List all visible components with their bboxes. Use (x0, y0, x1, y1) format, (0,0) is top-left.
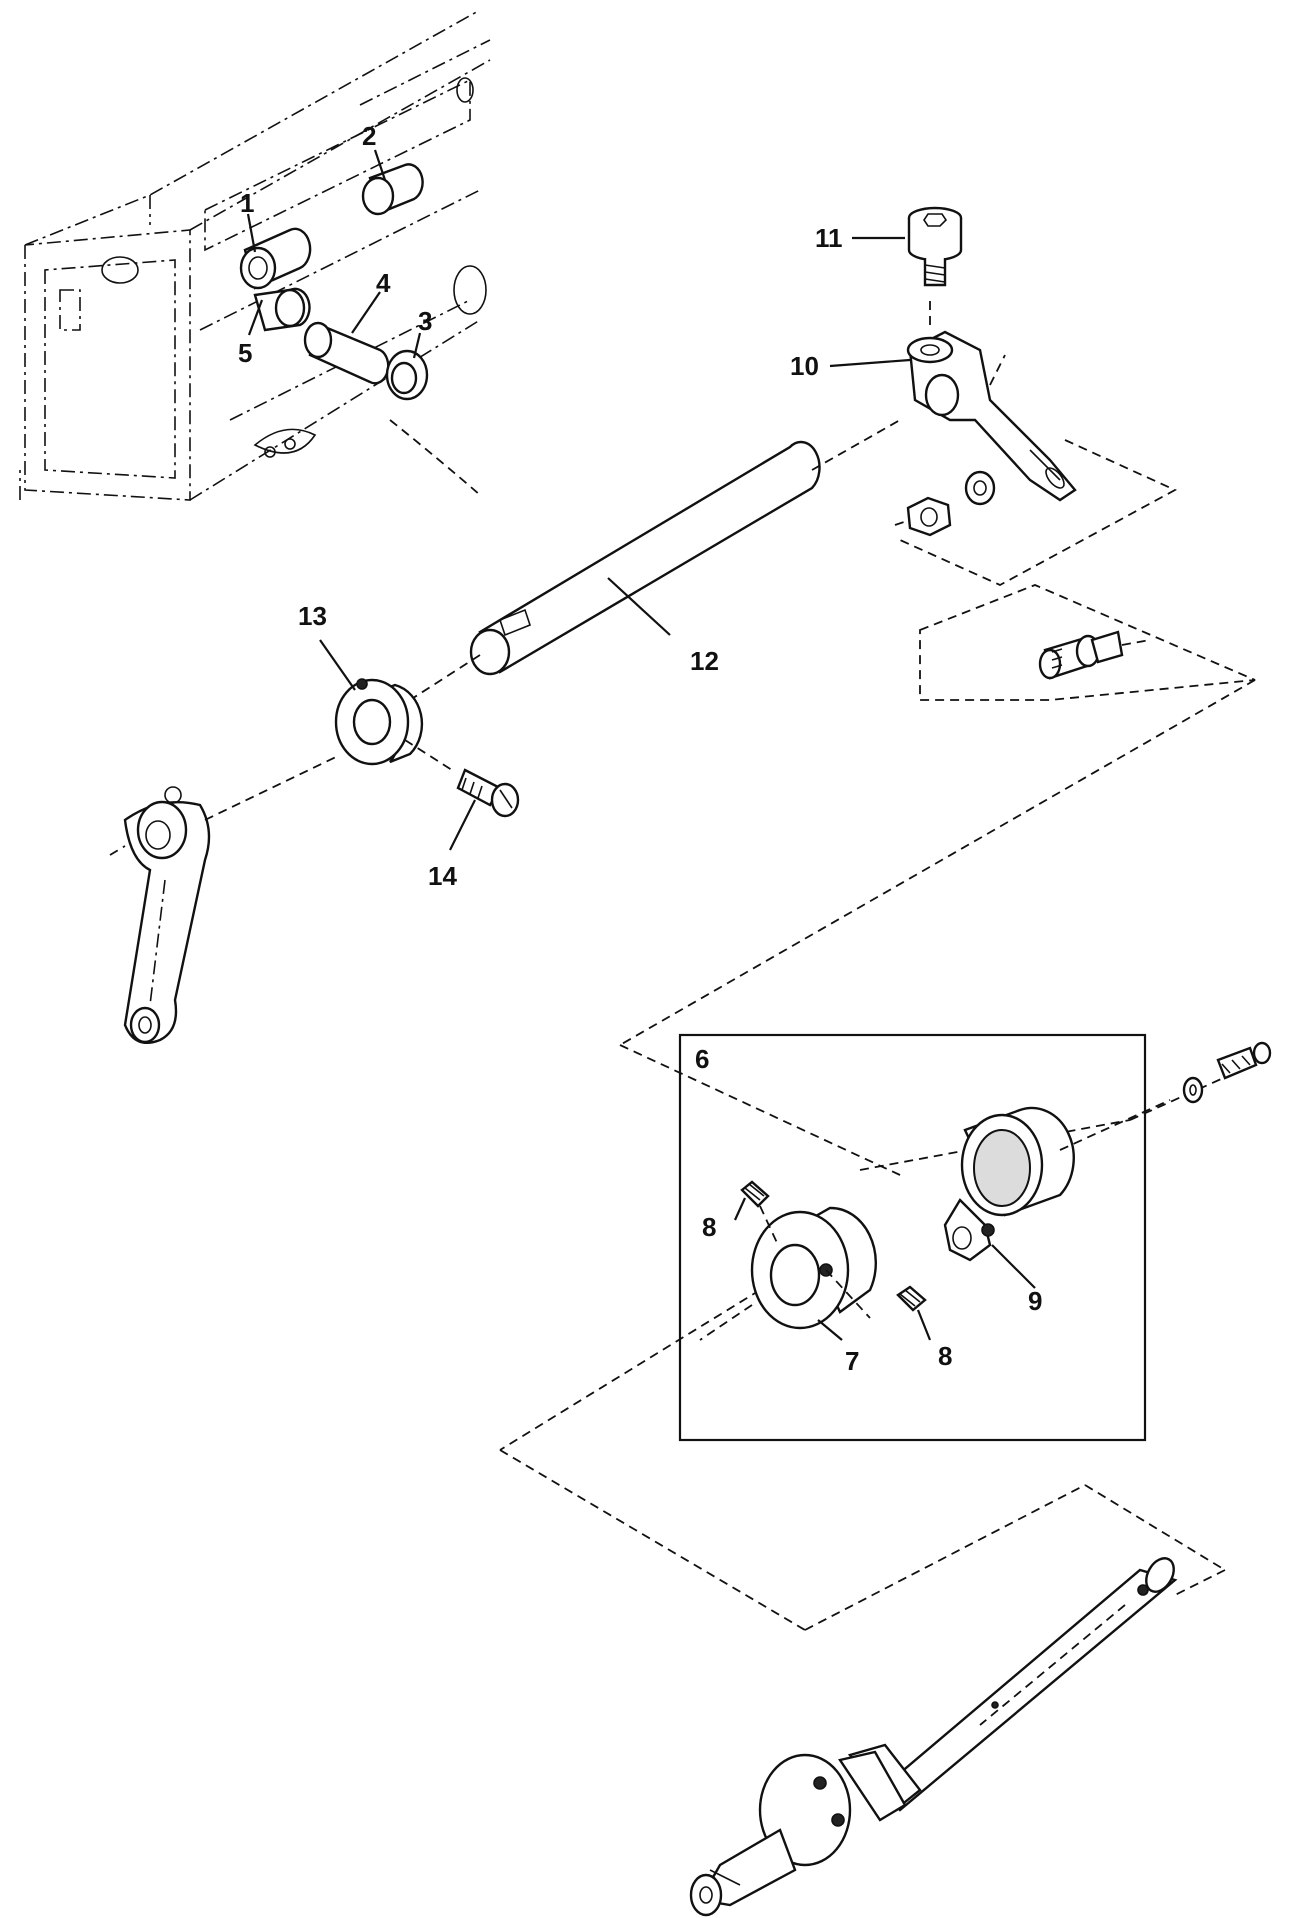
eccentric-ring-part-9 (943, 1099, 1171, 1262)
callout-12: 12 (690, 646, 719, 676)
callout-11: 11 (815, 223, 843, 253)
connecting-rod (109, 754, 341, 1045)
bushing-part-3 (385, 349, 429, 401)
set-screw-part-8-lower (896, 1285, 927, 1312)
crank-arm-part-10 (906, 300, 1077, 502)
cap-screw-part-11 (907, 206, 963, 287)
callout-13: 13 (298, 601, 327, 631)
guide-lines-lower (499, 1044, 1231, 1631)
callout-9: 9 (1028, 1286, 1042, 1316)
leader-lines (246, 149, 1036, 1341)
bushing-part-4 (303, 321, 390, 385)
callout-14: 14 (428, 861, 457, 891)
guide-lines-upper (619, 679, 1256, 1046)
lower-shaft (689, 1557, 1178, 1917)
machine-housing (19, 9, 491, 501)
bushing-part-5 (253, 287, 311, 332)
shaft-part-12 (409, 419, 901, 701)
callout-4: 4 (376, 268, 391, 298)
washer-screw-group (1182, 1041, 1272, 1104)
collar-part-13 (334, 678, 456, 773)
callout-6: 6 (695, 1044, 709, 1074)
nut-washer-group (894, 470, 996, 537)
assembly-box-part-6 (678, 1033, 1147, 1442)
callout-3: 3 (418, 306, 432, 336)
callout-5: 5 (238, 338, 252, 368)
callout-7: 7 (845, 1346, 859, 1376)
screw-part-14 (456, 768, 520, 818)
bushing-part-1 (239, 227, 312, 290)
callout-8-lower: 8 (938, 1341, 952, 1371)
callout-1: 1 (240, 188, 254, 218)
callout-10: 10 (790, 351, 819, 381)
nut-dashed-box (899, 439, 1178, 587)
stud-pin-group (919, 584, 1256, 701)
set-screw-part-8-upper (740, 1180, 779, 1246)
callout-8-upper: 8 (702, 1212, 716, 1242)
eccentric-part-7 (699, 1206, 877, 1341)
bushing-part-2 (361, 163, 424, 216)
callout-2: 2 (362, 121, 376, 151)
